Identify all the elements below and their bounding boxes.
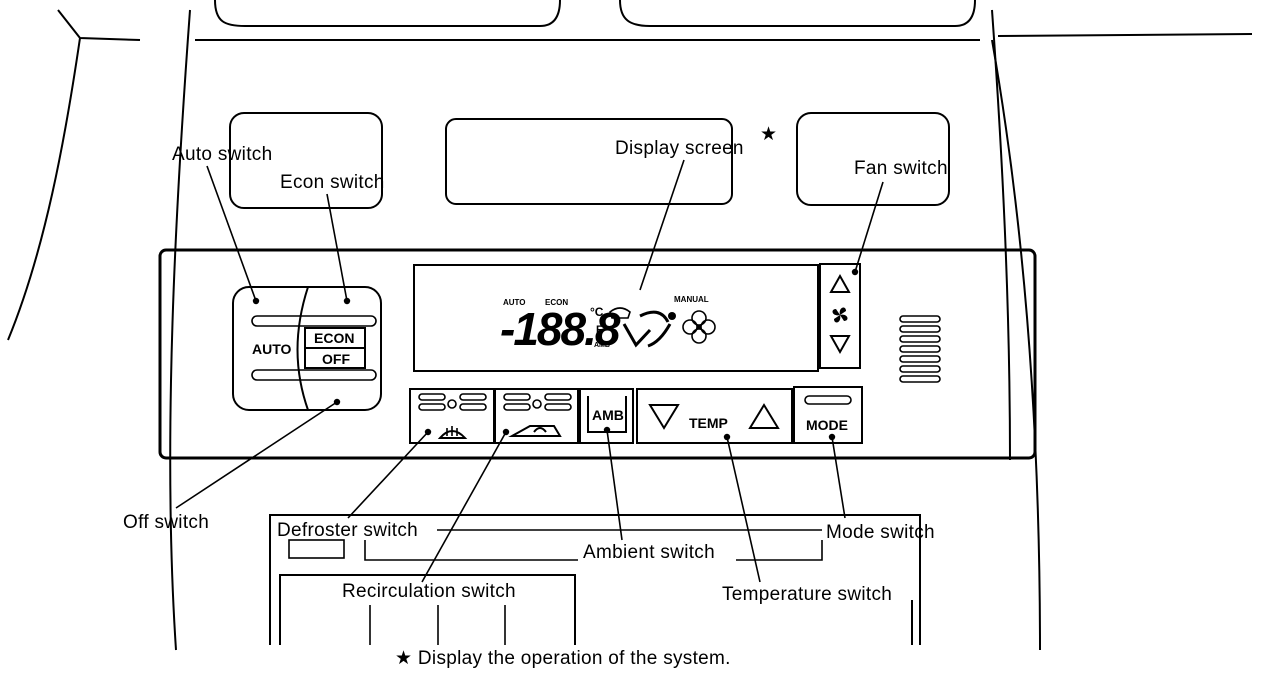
- auto-button[interactable]: AUTO: [252, 341, 292, 357]
- temperature-button[interactable]: TEMP: [636, 388, 793, 444]
- fan-switch-frame: [819, 263, 861, 369]
- display-econ-text: ECON: [545, 298, 568, 307]
- side-vent-grille: [899, 315, 941, 383]
- display-screen-label: Display screen: [615, 138, 744, 159]
- leader-display: [639, 159, 685, 291]
- temperature-frame: [636, 388, 793, 444]
- leader-off: [175, 401, 338, 509]
- fan-switch[interactable]: [819, 263, 861, 369]
- leader-econ: [326, 193, 348, 302]
- leader-defroster: [347, 431, 429, 519]
- defrost-icon: [437, 430, 468, 439]
- leader-auto: [206, 165, 257, 302]
- off-button[interactable]: OFF: [322, 351, 350, 367]
- fan-down-icon: [829, 335, 851, 355]
- display-airflow-icon: [622, 323, 652, 348]
- recirculation-arrow-icon: [533, 427, 547, 433]
- amb-button-label: AMB: [592, 407, 624, 423]
- recirculation-button[interactable]: [494, 388, 579, 444]
- upper-right-vent: [796, 112, 950, 206]
- display-amb-text: AMB: [594, 342, 610, 349]
- fan-icon: [832, 307, 848, 323]
- econ-switch-label: Econ switch: [280, 172, 385, 193]
- auto-switch-indicator: [252, 297, 260, 305]
- display-deg-c: °C: [590, 305, 604, 319]
- display-screen-indicator: [668, 312, 676, 320]
- display-fan-icon: [682, 310, 716, 344]
- upper-left-vent: [229, 112, 383, 209]
- temp-down-icon: [648, 404, 680, 430]
- upper-center-panel: [445, 118, 733, 205]
- mode-button[interactable]: MODE: [793, 386, 863, 444]
- temp-up-icon: [748, 403, 780, 429]
- leader-temperature: [726, 436, 761, 583]
- display-digits: -188.8: [500, 303, 621, 355]
- ambient-frame: [579, 388, 634, 444]
- leader-mode: [831, 436, 846, 519]
- ambient-button[interactable]: AMB: [579, 388, 634, 444]
- auto-switch-label: Auto switch: [172, 144, 272, 165]
- callout-labels: Auto switch Econ switch Display screen ★…: [123, 124, 948, 669]
- car-icon: [508, 425, 562, 437]
- temp-button-label: TEMP: [689, 415, 728, 431]
- display-deg-f: F: [596, 324, 603, 336]
- mode-switch-label: Mode switch: [826, 522, 935, 543]
- display-star: ★: [760, 124, 777, 145]
- fan-up-icon: [829, 273, 851, 293]
- upper-slot: [251, 315, 377, 327]
- defroster-switch-label: Defroster switch: [277, 520, 418, 541]
- display-screen: AUTO ECON MANUAL -188.8 °C F AMB: [413, 264, 819, 372]
- leader-ambient: [606, 429, 623, 541]
- display-auto-text: AUTO: [503, 298, 526, 307]
- lower-console-outline: [269, 514, 921, 645]
- recirculation-switch-label: Recirculation switch: [342, 581, 516, 602]
- leader-fan: [854, 181, 884, 273]
- display-manual-text: MANUAL: [674, 295, 709, 304]
- housing-divider: [296, 286, 309, 411]
- display-vent-arrow-icon: [639, 310, 670, 323]
- small-indicator-box: [288, 539, 345, 559]
- mode-frame: [793, 386, 863, 444]
- footnote: ★ Display the operation of the system.: [395, 648, 731, 669]
- econ-button[interactable]: ECON: [314, 330, 354, 346]
- leader-recirculation: [421, 431, 507, 583]
- temperature-switch-label: Temperature switch: [722, 584, 892, 605]
- leader-lines: [175, 159, 884, 583]
- auto-econ-off-group: AUTO ECON OFF: [232, 286, 382, 411]
- fan-switch-label: Fan switch: [854, 158, 948, 179]
- lower-slot: [251, 369, 377, 381]
- display-defrost-icon: [609, 307, 631, 319]
- defroster-button[interactable]: [409, 388, 495, 444]
- mode-button-label: MODE: [806, 417, 848, 433]
- recirculation-frame: [494, 388, 579, 444]
- dashboard-outline: [7, 0, 1253, 651]
- ambient-switch-label: Ambient switch: [583, 542, 715, 563]
- lower-button-row: AMB TEMP MODE: [409, 386, 863, 444]
- off-switch-label: Off switch: [123, 512, 209, 533]
- control-panel: [158, 248, 1037, 460]
- display-frame: [413, 264, 819, 372]
